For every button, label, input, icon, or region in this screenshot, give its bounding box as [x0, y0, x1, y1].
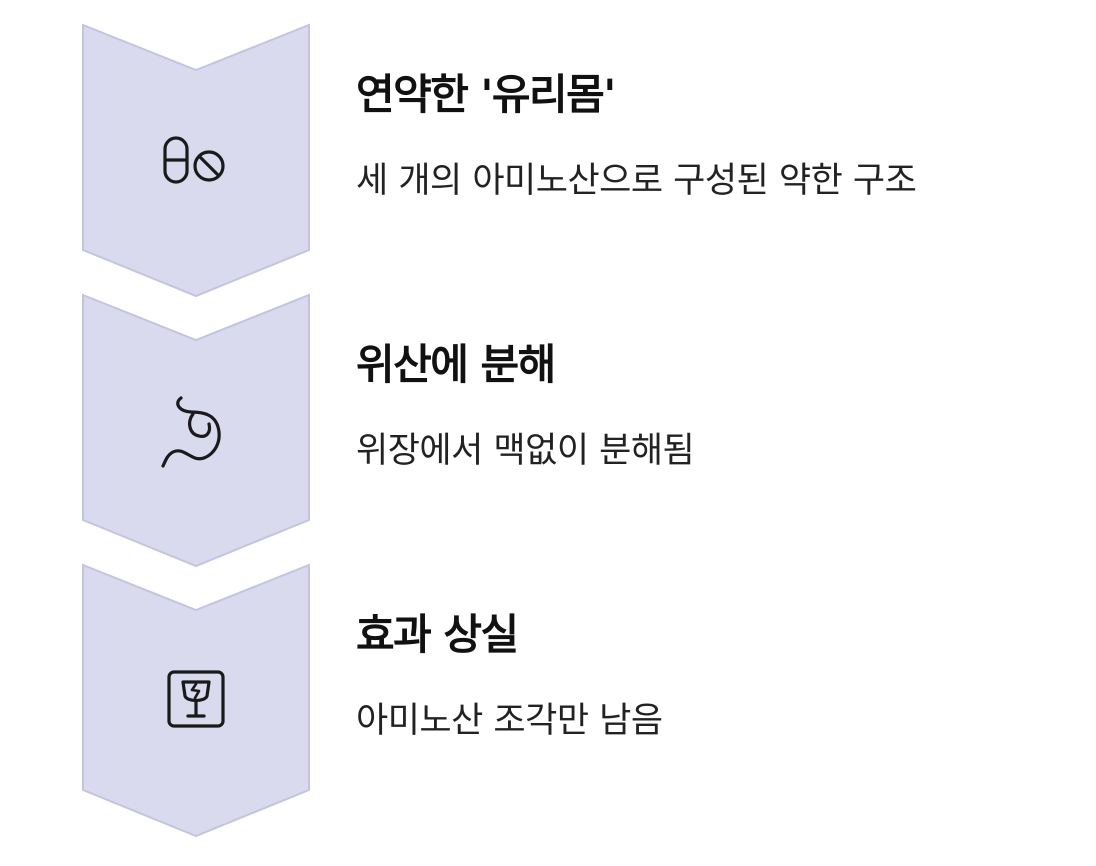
fragile-glass-icon	[167, 670, 225, 728]
step-3-title: 효과 상실	[356, 610, 519, 659]
chevron-column	[0, 0, 320, 866]
chevron-step-2	[82, 293, 310, 568]
step-2-title: 위산에 분해	[356, 340, 556, 389]
step-1-description: 세 개의 아미노산으로 구성된 약한 구조	[356, 161, 917, 201]
step-2-description: 위장에서 맥없이 분해됨	[356, 431, 695, 471]
step-1: 연약한 '유리몸' 세 개의 아미노산으로 구성된 약한 구조	[356, 74, 1076, 199]
pill-no-icon	[163, 136, 225, 184]
stomach-icon	[161, 396, 221, 468]
step-3: 효과 상실 아미노산 조각만 남음	[356, 614, 1076, 739]
step-3-description: 아미노산 조각만 남음	[356, 701, 663, 741]
step-2: 위산에 분해 위장에서 맥없이 분해됨	[356, 344, 1076, 469]
step-1-title: 연약한 '유리몸'	[356, 70, 616, 119]
